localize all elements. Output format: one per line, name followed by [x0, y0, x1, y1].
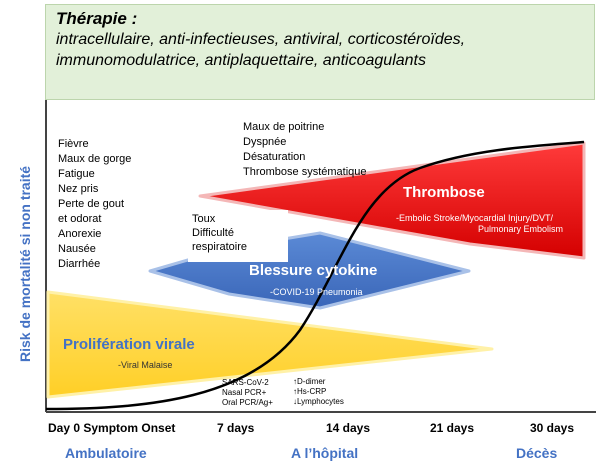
list-item: Toux	[192, 213, 216, 225]
list-item: Dyspnée	[243, 136, 287, 148]
list-item: Thrombose systématique	[243, 166, 367, 178]
list-item: Nez pris	[58, 183, 99, 195]
list-item: et odorat	[58, 213, 102, 225]
list-item: Anorexie	[58, 228, 102, 240]
y-axis-title: Risk de mortalité si non traité	[17, 165, 33, 362]
x-tick-21days: 21 days	[430, 421, 475, 435]
list-item: Maux de poitrine	[243, 121, 325, 133]
therapy-title: Thérapie :	[56, 9, 138, 28]
list-item: Perte de gout	[58, 198, 125, 210]
lab-markers-list: ↑D-dimer↑Hs-CRP↓Lymphocytes	[293, 377, 344, 407]
list-item: Maux de gorge	[58, 153, 132, 165]
list-item: Nausée	[58, 243, 96, 255]
phase-ambulatoire: Ambulatoire	[65, 445, 147, 461]
virale-band	[46, 290, 494, 399]
thrombose-subtitle-2: Pulmonary Embolism	[478, 224, 564, 234]
list-item: respiratoire	[192, 241, 248, 253]
phase-hopital: A l’hôpital	[291, 445, 359, 461]
mortality-curve	[45, 140, 585, 411]
x-tick-day0: Day 0 Symptom Onset	[48, 421, 176, 435]
thrombose-subtitle-1: -Embolic Stroke/Myocardial Injury/DVT/	[396, 213, 554, 223]
therapy-box: Thérapie : intracellulaire, anti-infecti…	[45, 4, 595, 100]
list-item: ↑D-dimer	[293, 377, 326, 386]
list-item: Difficulté	[192, 227, 234, 239]
therapy-line-2: immunomodulatrice, antiplaquettaire, ant…	[56, 52, 426, 69]
cytokine-subtitle: -COVID-19 Pneumonia	[270, 287, 363, 297]
x-tick-14days: 14 days	[326, 421, 371, 435]
therapy-line-1: intracellulaire, anti-infectieuses, anti…	[56, 31, 466, 48]
list-item: Fatigue	[58, 168, 95, 180]
list-item: SARS-CoV-2	[222, 378, 269, 387]
list-item: ↓Lymphocytes	[293, 397, 344, 406]
list-item: Diarrhée	[58, 258, 101, 270]
list-item: Fièvre	[58, 138, 89, 150]
list-item: Nasal PCR+	[222, 388, 267, 397]
list-item: Oral PCR/Ag+	[222, 398, 273, 407]
virale-title: Prolifération virale	[63, 336, 195, 353]
list-item: Désaturation	[243, 151, 306, 163]
x-tick-7days: 7 days	[217, 421, 255, 435]
list-item: ↑Hs-CRP	[293, 387, 327, 396]
thrombose-band	[198, 141, 586, 260]
virale-subtitle: -Viral Malaise	[118, 360, 173, 370]
phase-deces: Décès	[516, 445, 558, 461]
cytokine-title: Blessure cytokine	[249, 262, 378, 279]
x-tick-30days: 30 days	[530, 421, 575, 435]
thrombose-title: Thrombose	[403, 184, 485, 201]
